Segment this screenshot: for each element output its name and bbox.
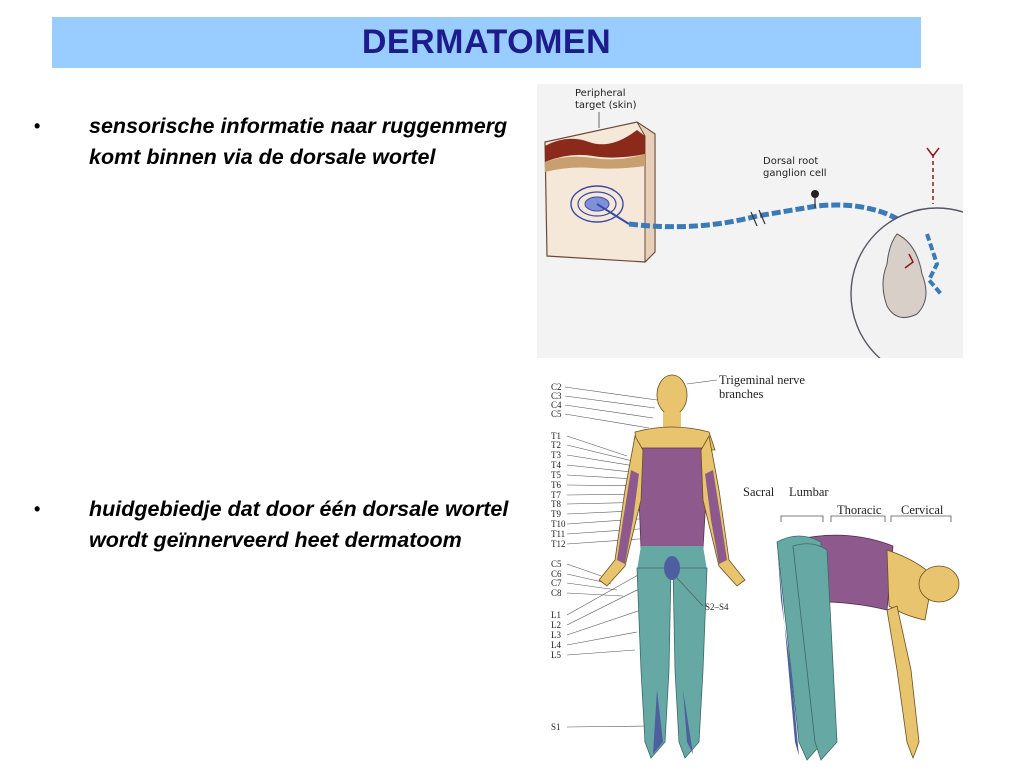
svg-text:L1: L1 — [551, 610, 561, 620]
label-peripheral-line2: target (skin) — [575, 100, 637, 111]
sensory-neuron-illustration: Peripheral target (skin) Dorsal root gan… — [544, 88, 963, 358]
svg-text:T12: T12 — [551, 539, 566, 549]
dermatome-illustration: C2 C3 C4 C5 T1 T2 T3 T4 T5 T6 T7 T8 T9 T… — [551, 373, 960, 761]
svg-text:C3: C3 — [551, 391, 562, 401]
slide-title: DERMATOMEN — [361, 23, 612, 61]
svg-text:T8: T8 — [551, 499, 561, 509]
svg-text:L5: L5 — [551, 650, 561, 660]
bullet-item-1: • sensorische informatie naar ruggenmerg… — [34, 111, 514, 173]
skin-block — [544, 121, 656, 264]
svg-text:T3: T3 — [551, 450, 561, 460]
svg-text:T4: T4 — [551, 460, 561, 470]
label-cervical: Cervical — [901, 503, 944, 517]
front-body-figure — [598, 374, 746, 759]
label-drg-line2: ganglion cell — [763, 168, 827, 179]
label-s2-s4: S2–S4 — [705, 602, 729, 612]
bullet-text-1: sensorische informatie naar ruggenmerg k… — [89, 114, 508, 169]
svg-text:C7: C7 — [551, 578, 562, 588]
spinal-cord-section — [850, 207, 963, 358]
label-peripheral-line1: Peripheral — [575, 88, 626, 99]
level-labels: C2 C3 C4 C5 T1 T2 T3 T4 T5 T6 T7 T8 T9 T… — [551, 382, 566, 732]
svg-text:L4: L4 — [551, 640, 561, 650]
label-trigeminal-line2: branches — [719, 387, 764, 401]
svg-text:T1: T1 — [551, 431, 561, 441]
label-thoracic: Thoracic — [837, 503, 882, 517]
svg-text:C5: C5 — [551, 559, 562, 569]
label-lumbar: Lumbar — [789, 485, 829, 499]
svg-text:T9: T9 — [551, 509, 561, 519]
svg-text:C6: C6 — [551, 569, 562, 579]
svg-text:S1: S1 — [551, 722, 561, 732]
title-bar: DERMATOMEN — [52, 17, 921, 68]
svg-text:C5: C5 — [551, 409, 562, 419]
ganglion-cell-body — [811, 190, 819, 198]
svg-text:T6: T6 — [551, 480, 561, 490]
svg-text:L2: L2 — [551, 620, 561, 630]
bullet-text-2: huidgebiedje dat door één dorsale wortel… — [89, 497, 509, 552]
svg-text:T11: T11 — [551, 529, 565, 539]
bullet-marker: • — [34, 116, 41, 136]
bullet-marker: • — [34, 499, 41, 519]
svg-text:C4: C4 — [551, 400, 562, 410]
label-sacral: Sacral — [743, 485, 775, 499]
svg-text:T5: T5 — [551, 470, 561, 480]
bent-body-figure — [776, 534, 960, 761]
label-drg-line1: Dorsal root — [763, 156, 818, 167]
svg-text:T7: T7 — [551, 490, 561, 500]
dermatome-figure: C2 C3 C4 C5 T1 T2 T3 T4 T5 T6 T7 T8 T9 T… — [537, 370, 967, 763]
sensory-neuron-figure: Peripheral target (skin) Dorsal root gan… — [537, 84, 963, 358]
svg-text:L3: L3 — [551, 630, 561, 640]
bullet-item-2: • huidgebiedje dat door één dorsale wort… — [34, 494, 514, 556]
svg-text:C8: C8 — [551, 588, 562, 598]
svg-text:C2: C2 — [551, 382, 562, 392]
svg-text:T2: T2 — [551, 440, 561, 450]
svg-text:T10: T10 — [551, 519, 566, 529]
label-trigeminal-line1: Trigeminal nerve — [719, 373, 805, 387]
